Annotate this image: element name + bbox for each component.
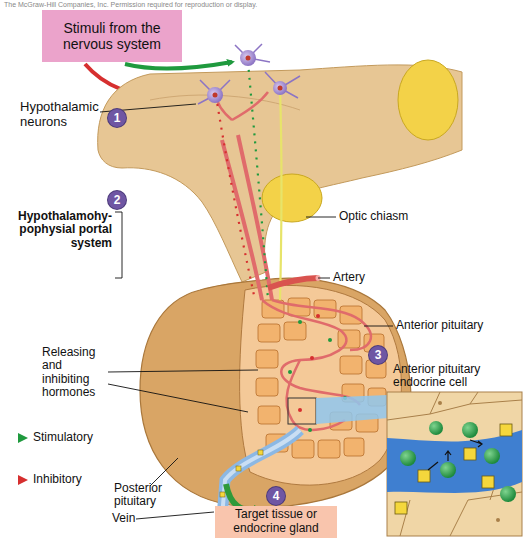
callout-number: 4: [267, 487, 285, 505]
legend-swatch: [18, 475, 28, 485]
part-label: Hypothalamohy- pophysial portal system: [12, 210, 112, 250]
part-label: Anterior pituitary endocrine cell: [393, 363, 505, 390]
legend-text: Stimulatory: [33, 431, 93, 444]
part-label: Posterior pituitary: [114, 482, 194, 509]
copyright-note: The McGraw-Hill Companies, Inc. Permissi…: [4, 1, 524, 9]
callout-number: 3: [369, 346, 387, 364]
node-text: Target tissue or endocrine gland: [221, 508, 331, 536]
part-label: Anterior pituitary: [396, 319, 526, 332]
part-label: Vein: [112, 512, 152, 525]
stimulus-box: Stimuli from the nervous system: [42, 10, 182, 62]
part-label: Optic chiasm: [339, 210, 439, 223]
target-box: Target tissue or endocrine gland: [215, 506, 337, 538]
node-text: Stimuli from the nervous system: [48, 20, 176, 52]
legend-swatch: [18, 433, 28, 443]
part-label: Artery: [333, 271, 393, 284]
legend-text: Inhibitory: [33, 473, 82, 486]
part-label: Hypothalamic neurons: [20, 100, 105, 129]
part-label: Releasing and inhibiting hormones: [42, 346, 110, 400]
callout-number: 1: [108, 109, 126, 127]
callout-number: 2: [108, 191, 126, 209]
